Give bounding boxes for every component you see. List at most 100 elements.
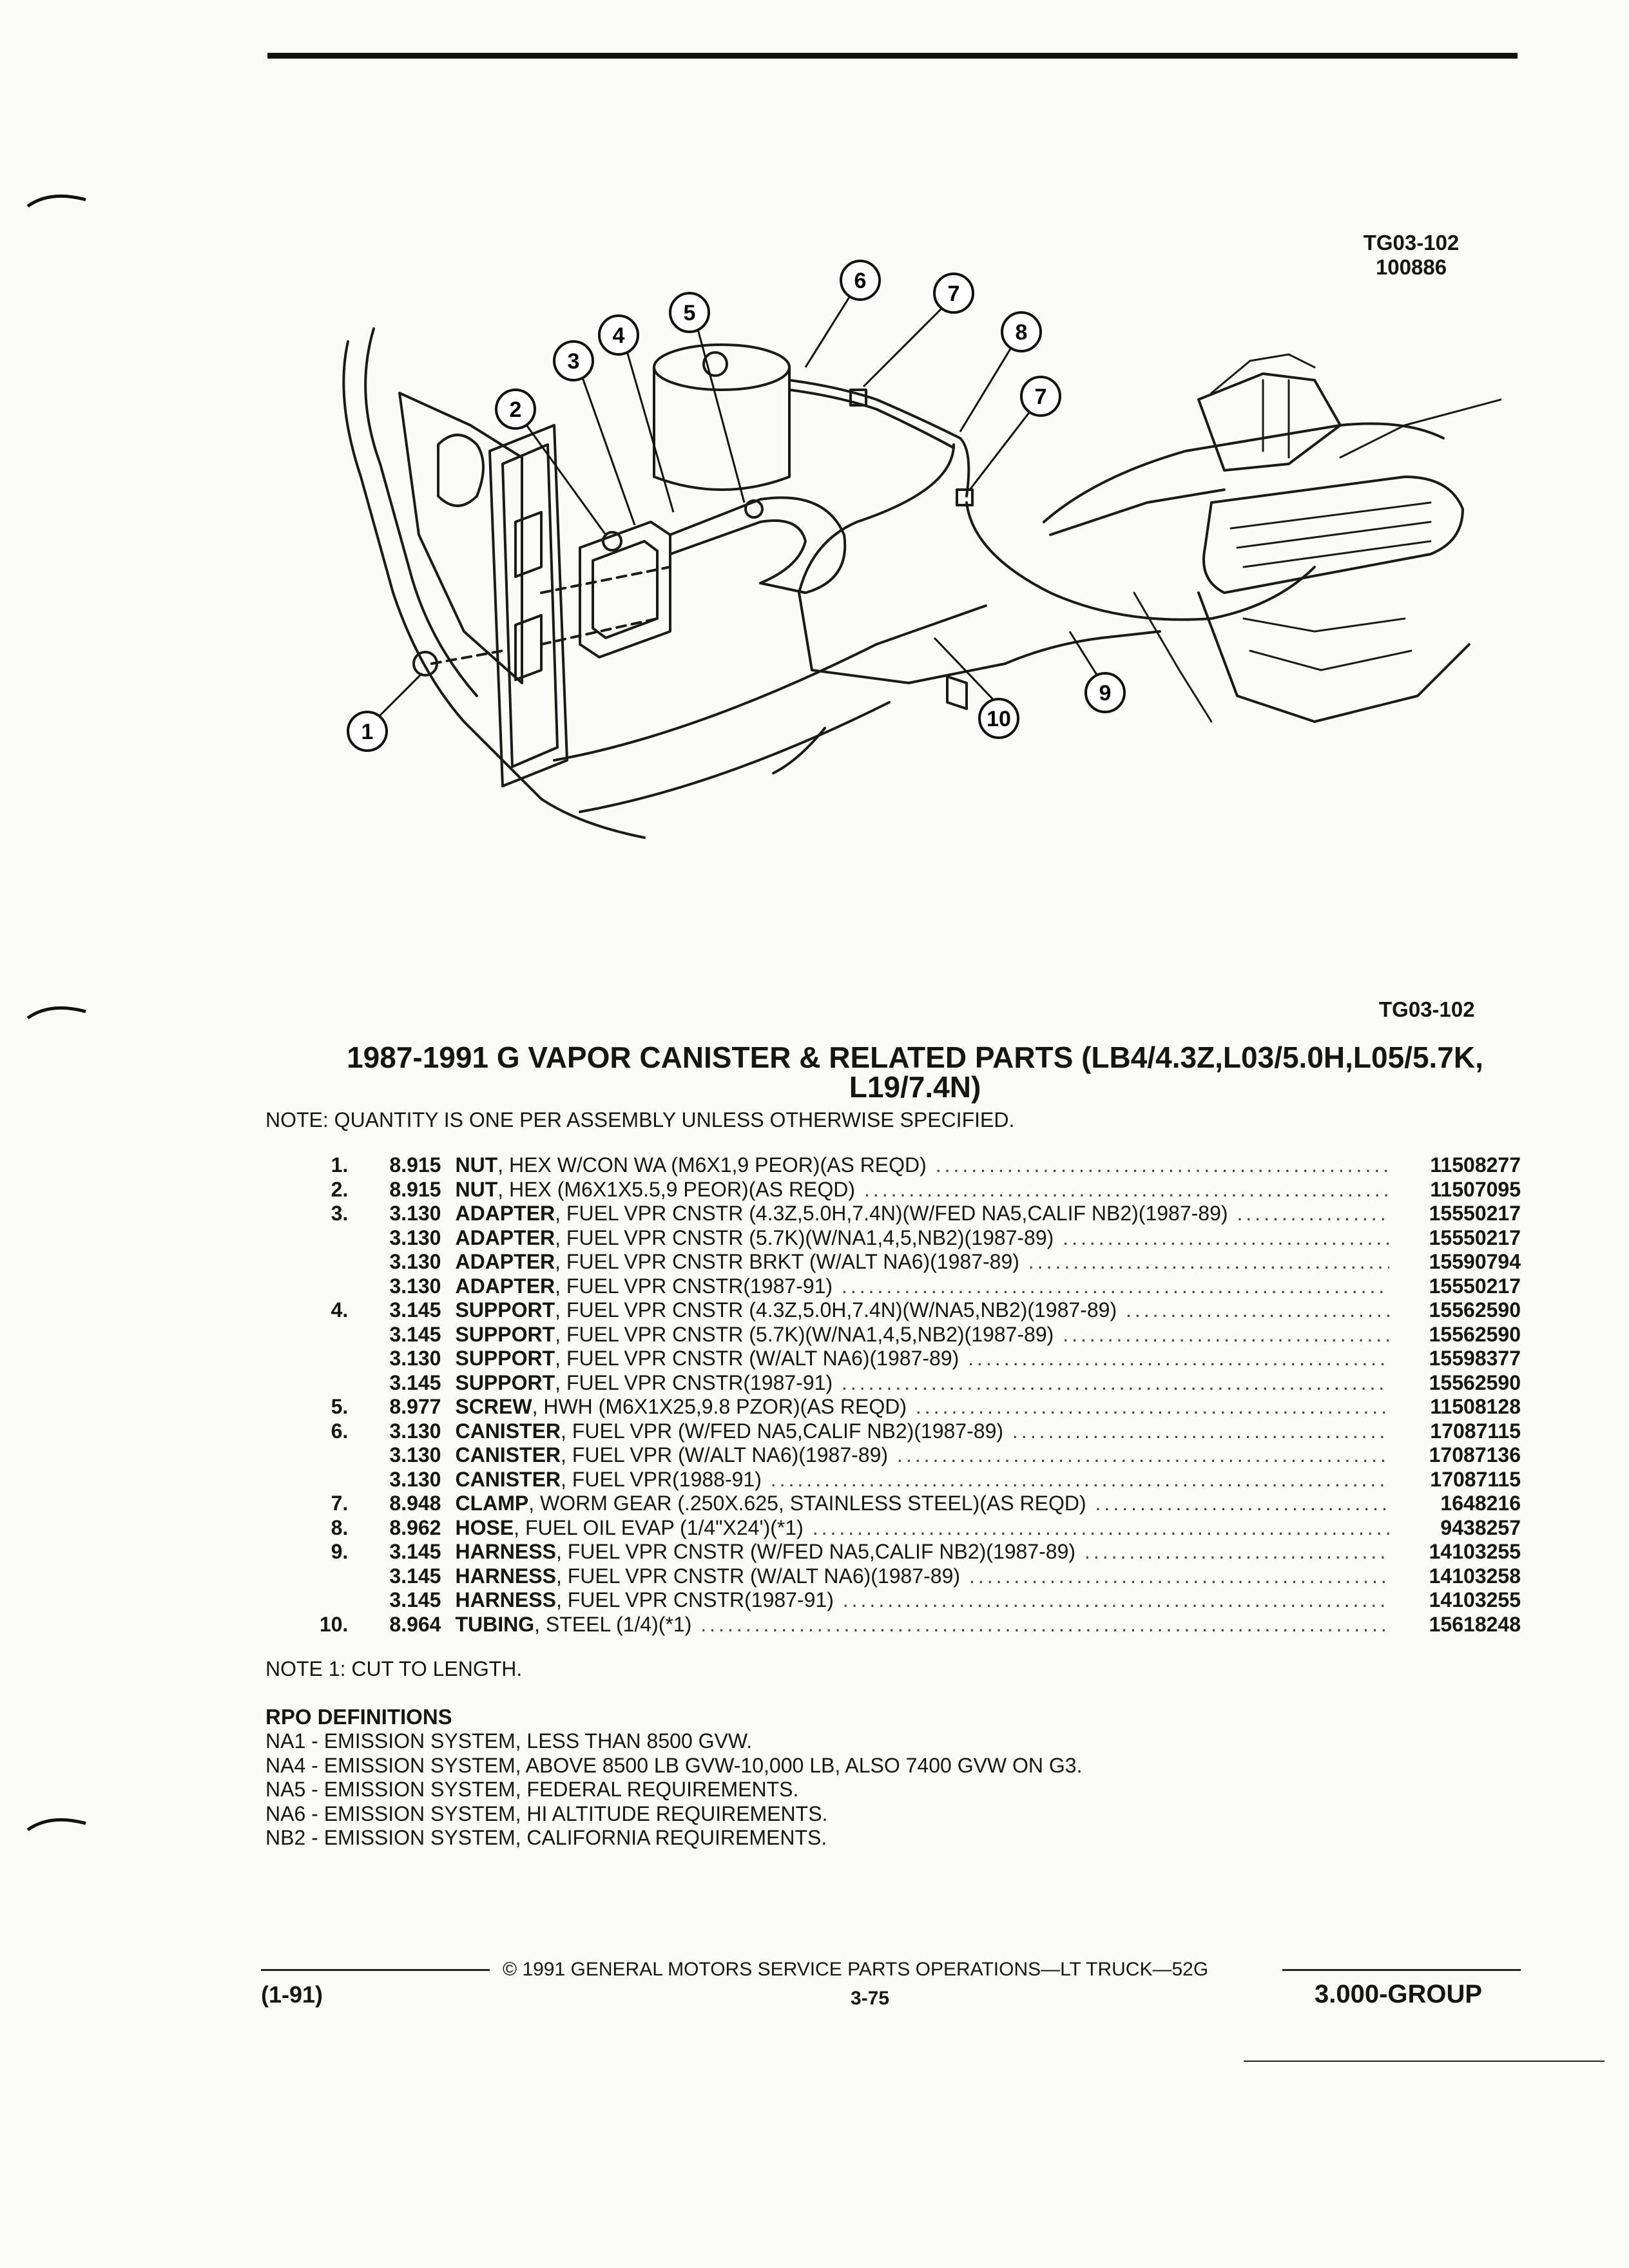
part-number: 15562590 xyxy=(1429,1370,1521,1394)
page-edge-line xyxy=(1244,2061,1605,2062)
table-row: 3.145 SUPPORT, FUEL VPR CNSTR (5.7K)(W/NA… xyxy=(309,1323,1521,1347)
callout-number: 1 xyxy=(361,720,374,744)
item-number xyxy=(309,1226,366,1251)
callout-circle xyxy=(978,698,1019,739)
part-description: TUBING, STEEL (1/4)(*1) ................… xyxy=(455,1613,1389,1637)
item-number xyxy=(309,1323,366,1347)
part-name: TUBING xyxy=(455,1612,535,1636)
frame-line xyxy=(772,727,826,774)
part-name: NUT xyxy=(455,1153,498,1177)
engine xyxy=(1242,617,1412,671)
part-description: SUPPORT, FUEL VPR CNSTR (4.3Z,5.0H,7.4N)… xyxy=(455,1298,1389,1323)
table-row: 3.130 SUPPORT, FUEL VPR CNSTR (W/ALT NA6)… xyxy=(309,1347,1521,1371)
binder-mark xyxy=(26,1818,86,1832)
part-number: 15550217 xyxy=(1429,1202,1521,1225)
air-intake-line xyxy=(1133,591,1213,723)
part-name: SUPPORT xyxy=(455,1370,555,1394)
item-number: 6. xyxy=(331,1419,349,1443)
part-description: ADAPTER, FUEL VPR CNSTR (4.3Z,5.0H,7.4N)… xyxy=(455,1202,1389,1226)
item-number: 5. xyxy=(331,1395,349,1418)
group-number: 3.130 xyxy=(389,1202,441,1225)
part-description: NUT, HEX W/CON WA (M6X1,9 PEOR)(AS REQD)… xyxy=(455,1153,1389,1178)
frame-line xyxy=(579,701,891,813)
group-number: 3.145 xyxy=(389,1370,441,1394)
item-number xyxy=(309,1468,366,1492)
part-name: ADAPTER xyxy=(455,1274,555,1298)
item-number xyxy=(309,1588,366,1613)
part-name: CANISTER xyxy=(455,1443,561,1466)
group-number: 3.130 xyxy=(389,1250,441,1273)
part-detail: , FUEL VPR CNSTR (5.7K)(W/NA1,4,5,NB2)(1… xyxy=(555,1322,1054,1346)
callout-circle xyxy=(1020,376,1061,417)
group-number: 8.915 xyxy=(389,1177,441,1201)
group-number: 3.130 xyxy=(389,1274,441,1298)
callout-number: 9 xyxy=(1099,681,1112,706)
part-description: SUPPORT, FUEL VPR CNSTR (W/ALT NA6)(1987… xyxy=(455,1347,1389,1371)
callout-number: 6 xyxy=(854,269,867,293)
part-description: SUPPORT, FUEL VPR CNSTR(1987-91) .......… xyxy=(455,1371,1389,1396)
part-number: 14103258 xyxy=(1429,1564,1521,1588)
dot-leader: ........................................… xyxy=(812,1515,1390,1539)
adapter xyxy=(592,540,659,639)
part-detail: , FUEL VPR CNSTR (4.3Z,5.0H,7.4N)(W/FED … xyxy=(555,1202,1228,1225)
engine xyxy=(1043,422,1445,523)
part-number: 15550217 xyxy=(1429,1225,1521,1249)
part-description: NUT, HEX (M6X1X5.5,9 PEOR)(AS REQD) ....… xyxy=(455,1178,1389,1202)
figure-code-bottom: TG03-102 xyxy=(1379,997,1475,1021)
footer-group: 3.000-GROUP xyxy=(1315,1980,1483,2008)
page-title: 1987-1991 G VAPOR CANISTER & RELATED PAR… xyxy=(303,1043,1527,1102)
dot-leader: ........................................… xyxy=(1084,1540,1390,1563)
dot-leader: ........................................… xyxy=(1063,1225,1390,1249)
part-name: HARNESS xyxy=(455,1564,556,1588)
callout-circle xyxy=(495,389,536,430)
item-number xyxy=(309,1274,366,1299)
dot-leader: ........................................… xyxy=(1095,1492,1390,1515)
part-detail: , FUEL VPR CNSTR (5.7K)(W/NA1,4,5,NB2)(1… xyxy=(555,1225,1054,1249)
callout-circle xyxy=(840,260,881,301)
part-description: HARNESS, FUEL VPR CNSTR(1987-91) .......… xyxy=(455,1588,1389,1613)
part-name: SCREW xyxy=(455,1395,532,1418)
dot-leader: ........................................… xyxy=(969,1564,1390,1588)
clamp xyxy=(956,488,974,506)
callout-number: 2 xyxy=(510,398,522,422)
item-number: 8. xyxy=(331,1515,349,1539)
group-number: 3.145 xyxy=(389,1322,441,1346)
item-number xyxy=(309,1443,366,1468)
part-detail: , HWH (M6X1X25,9.8 PZOR)(AS REQD) xyxy=(532,1395,907,1418)
part-number: 15590794 xyxy=(1429,1250,1521,1273)
callout-number: 7 xyxy=(948,282,960,306)
item-number xyxy=(309,1250,366,1274)
part-detail: , FUEL OIL EVAP (1/4"X24')(*1) xyxy=(514,1515,804,1539)
part-description: CANISTER, FUEL VPR (W/ALT NA6)(1987-89) … xyxy=(455,1443,1389,1468)
dot-leader: ........................................… xyxy=(841,1274,1390,1298)
rpo-heading: RPO DEFINITIONS xyxy=(265,1705,452,1729)
callout-circle xyxy=(669,292,710,333)
part-detail: , FUEL VPR(1988-91) xyxy=(561,1467,762,1491)
item-number: 1. xyxy=(331,1153,349,1177)
fender-panel xyxy=(342,340,646,839)
dot-leader: ........................................… xyxy=(770,1467,1390,1491)
item-number: 2. xyxy=(331,1177,349,1201)
clamp xyxy=(849,389,867,407)
group-number: 8.915 xyxy=(389,1153,441,1177)
part-detail: , HEX (M6X1X5.5,9 PEOR)(AS REQD) xyxy=(497,1177,856,1201)
figure-code-line: TG03-102 xyxy=(1363,231,1460,255)
air-intake-line xyxy=(1339,398,1501,459)
quantity-note: NOTE: QUANTITY IS ONE PER ASSEMBLY UNLES… xyxy=(265,1108,1015,1131)
item-number xyxy=(309,1347,366,1371)
part-number: 15598377 xyxy=(1429,1347,1521,1370)
fender-panel xyxy=(437,434,485,507)
callout-number: 3 xyxy=(568,349,580,374)
figure-code-line: 100886 xyxy=(1375,255,1447,279)
bracket-plate xyxy=(514,614,543,681)
dot-leader: ........................................… xyxy=(1063,1322,1390,1346)
callout-number: 8 xyxy=(1016,320,1028,345)
part-description: SUPPORT, FUEL VPR CNSTR (5.7K)(W/NA1,4,5… xyxy=(455,1323,1389,1347)
group-number: 3.130 xyxy=(389,1347,441,1370)
